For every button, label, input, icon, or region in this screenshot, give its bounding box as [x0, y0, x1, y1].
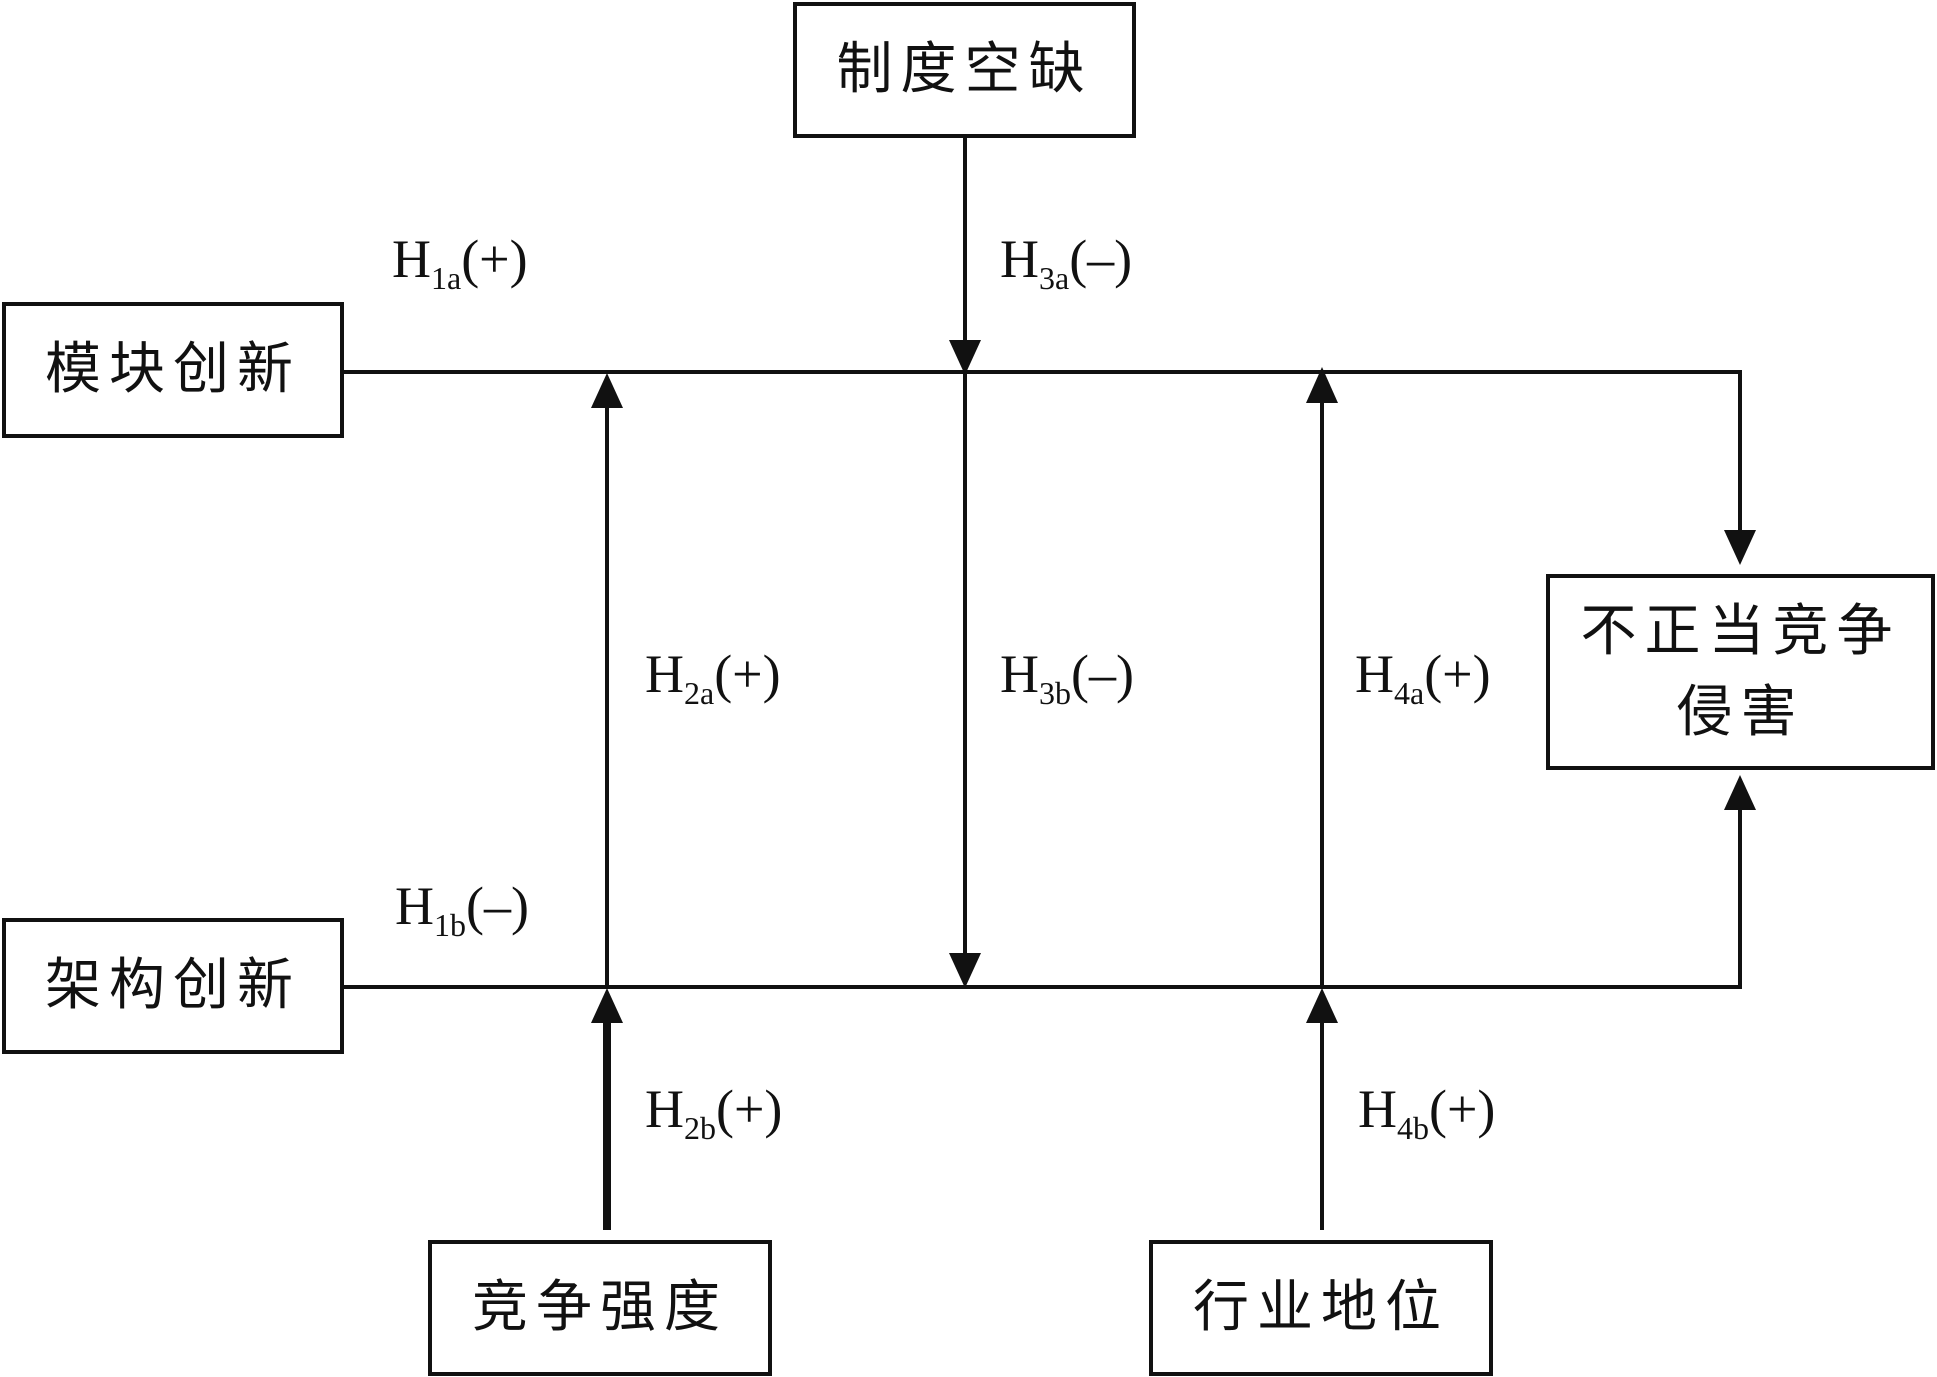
competition-to-architectural-arrowhead — [591, 988, 623, 1023]
hypothesis-h3a: H3a(–) — [1000, 229, 1133, 296]
competition-intensity-label: 竞争强度 — [472, 1275, 728, 1341]
institutional-void-label: 制度空缺 — [836, 37, 1093, 103]
modular-innovation-box: 模块创新 — [2, 302, 344, 438]
institutional-void-to-architectural-arrowhead — [949, 953, 981, 988]
modular-to-outcome-arrow — [344, 370, 1742, 560]
hypothesis-h1a: H1a(+) — [392, 229, 528, 296]
architectural-to-outcome-arrow — [344, 780, 1742, 989]
position-to-modular-arrowhead — [1306, 367, 1338, 403]
institutional-void-to-modular-arrowhead — [949, 340, 981, 375]
hypothesis-h4b: H4b(+) — [1358, 1079, 1496, 1146]
competition-intensity-box: 竞争强度 — [428, 1240, 772, 1376]
institutional-void-box: 制度空缺 — [793, 2, 1136, 138]
architectural-innovation-box: 架构创新 — [2, 918, 344, 1054]
competition-to-modular-arrowhead — [591, 373, 623, 408]
position-to-architectural-arrowhead — [1306, 988, 1338, 1023]
industry-position-label: 行业地位 — [1193, 1275, 1449, 1341]
modular-to-outcome-arrowhead — [1724, 530, 1756, 565]
modular-innovation-label: 模块创新 — [45, 337, 301, 403]
hypothesis-h2a: H2a(+) — [645, 644, 781, 711]
hypothesis-h4a: H4a(+) — [1355, 644, 1491, 711]
hypothesis-h3b: H3b(–) — [1000, 644, 1134, 711]
unfair-competition-label: 不正当竞争 侵害 — [1580, 598, 1901, 745]
architectural-to-outcome-arrowhead — [1724, 775, 1756, 810]
hypothesis-h2b: H2b(+) — [645, 1079, 783, 1146]
industry-position-box: 行业地位 — [1149, 1240, 1493, 1376]
unfair-competition-box: 不正当竞争 侵害 — [1546, 574, 1935, 770]
architectural-innovation-label: 架构创新 — [45, 953, 301, 1019]
hypothesis-h1b: H1b(–) — [395, 876, 529, 943]
